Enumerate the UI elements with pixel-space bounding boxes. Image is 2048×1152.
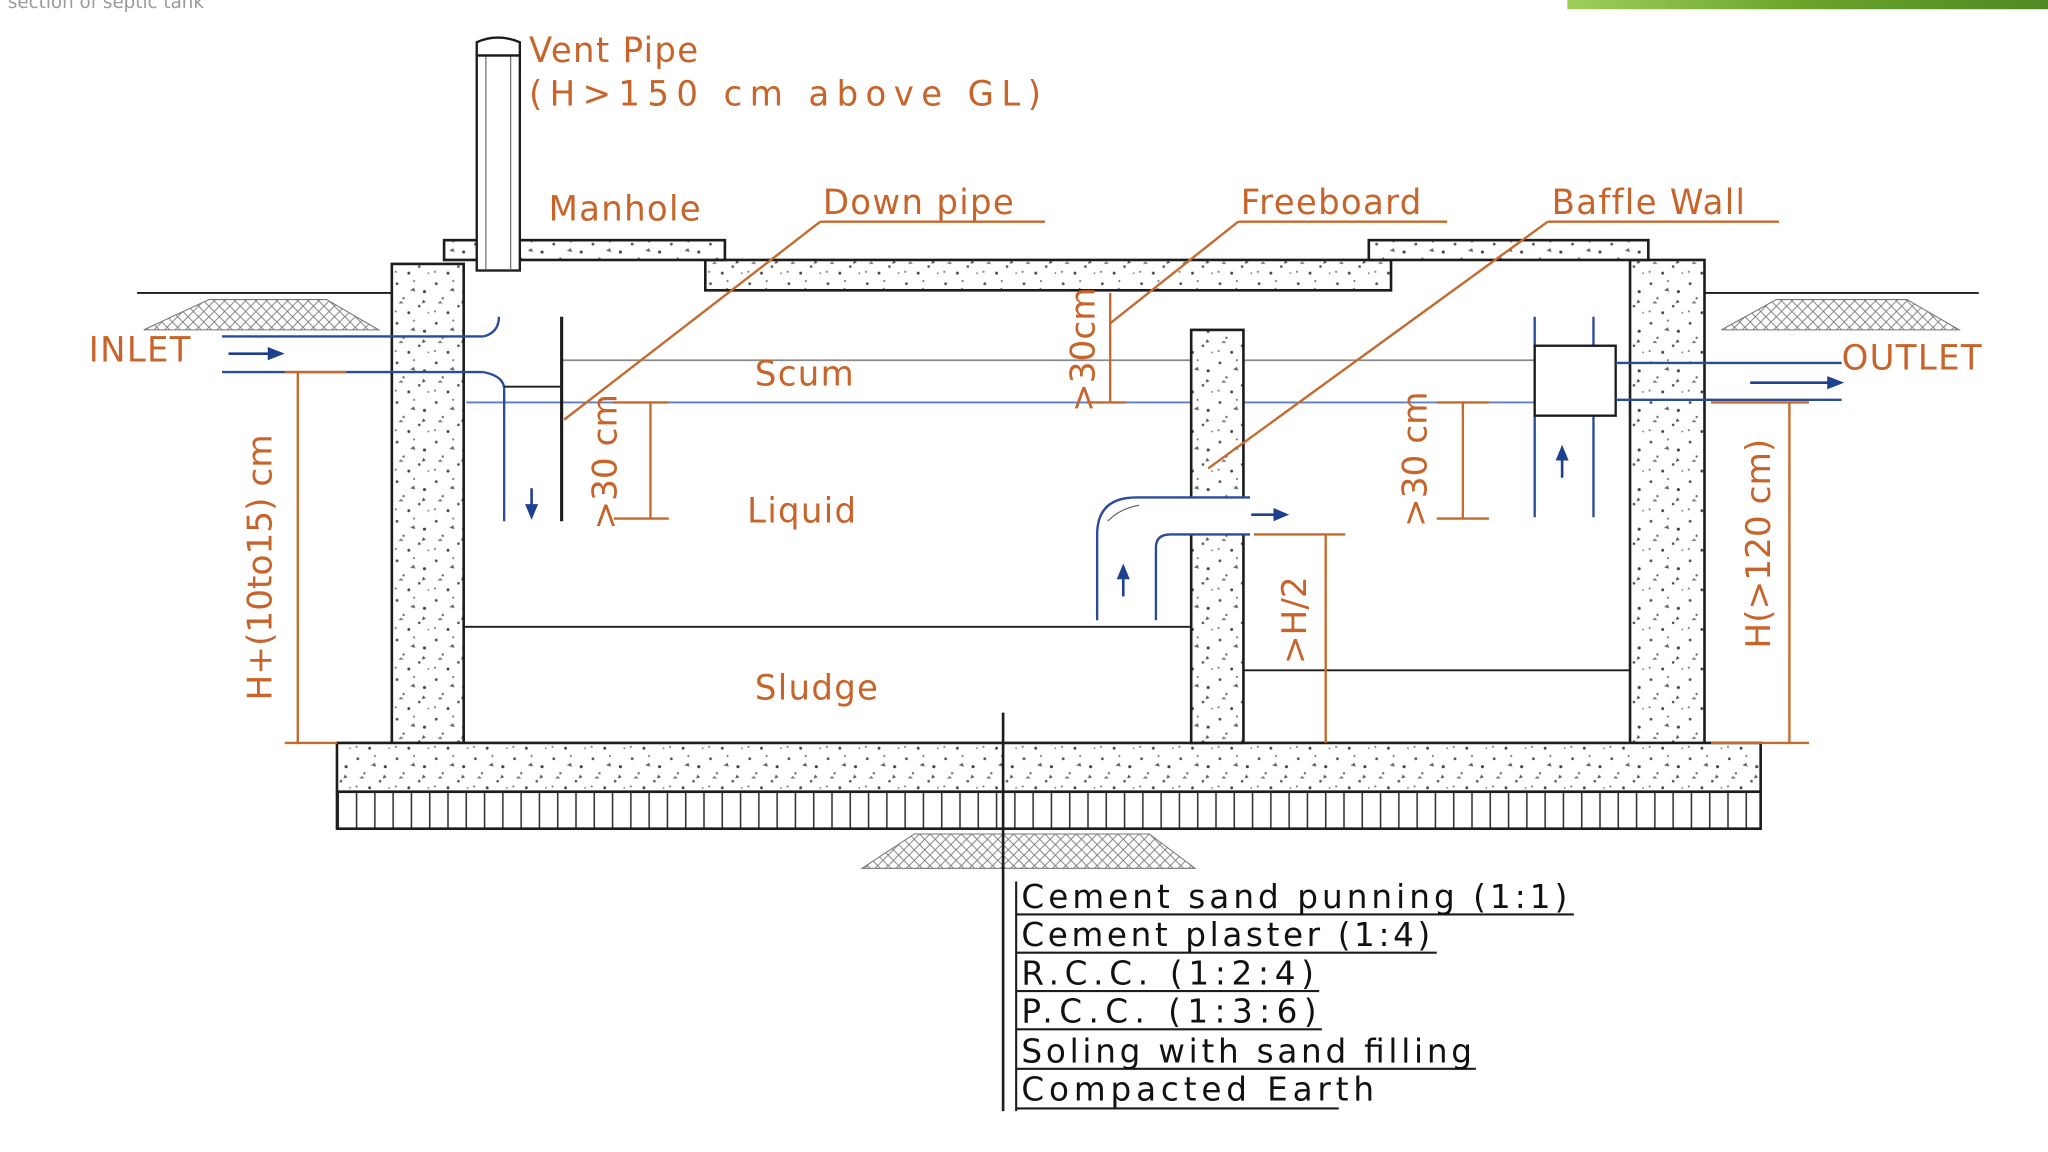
- accent-green-bar: [1567, 0, 2048, 10]
- label-vent-pipe: Vent Pipe: [529, 31, 699, 71]
- ground-hatch-right: [1721, 299, 1962, 331]
- label-outlet: OUTLET: [1842, 338, 1983, 378]
- dim-freeboard: >30cm: [1064, 287, 1104, 412]
- outlet-tee: [1533, 316, 1617, 518]
- label-inlet: INLET: [89, 330, 192, 370]
- dim-down-pipe-depth: >30 cm: [586, 394, 626, 530]
- layer-labels: Cement sand punning (1:1) Cement plaster…: [1021, 878, 1567, 1109]
- layer-label: R.C.C. (1:2:4): [1021, 954, 1314, 992]
- layer-label: Cement plaster (1:4): [1021, 916, 1430, 954]
- baffle-pipe-through: [1182, 496, 1250, 536]
- layer-label: Soling with sand filling: [1021, 1032, 1472, 1070]
- outlet-pipe: [1615, 361, 1842, 402]
- soling-layer: [335, 790, 1762, 831]
- layer-label: Compacted Earth: [1021, 1070, 1374, 1108]
- label-baffle-wall: Baffle Wall: [1552, 183, 1747, 223]
- dim-inlet-height: H+(10to15) cm: [241, 434, 281, 700]
- label-sludge: Sludge: [755, 668, 879, 708]
- baffle-pipe-opening: [1182, 497, 1250, 535]
- label-scum: Scum: [755, 354, 855, 394]
- label-down-pipe: Down pipe: [823, 183, 1015, 223]
- base-slab: [335, 741, 1762, 794]
- ground-hatch-left: [143, 299, 381, 331]
- layer-callout-lines: [1001, 712, 1574, 1112]
- dimension-lines: [284, 292, 1809, 745]
- layer-label: P.C.C. (1:3:6): [1021, 993, 1316, 1031]
- label-manhole: Manhole: [549, 189, 702, 229]
- ground-hatch-bottom: [860, 833, 1197, 869]
- label-vent-pipe-note: (H>150 cm above GL): [529, 74, 1042, 114]
- header-fragment: section of septic tank: [8, 0, 204, 13]
- outlet-arrow-icon: [1750, 376, 1845, 390]
- baffle-up-arrow-icon: [1116, 563, 1130, 597]
- dim-outlet-depth: >30 cm: [1395, 391, 1435, 527]
- down-arrow-icon: [525, 488, 539, 520]
- label-liquid: Liquid: [747, 491, 857, 531]
- baffle-wall: [1189, 328, 1245, 745]
- label-leaders: [563, 220, 1779, 470]
- label-freeboard: Freeboard: [1241, 183, 1423, 223]
- baffle-right-arrow-icon: [1251, 508, 1290, 522]
- top-slab: [704, 258, 1393, 292]
- layer-label: Cement sand punning (1:1): [1021, 878, 1567, 916]
- vent-pipe: [475, 36, 522, 272]
- outlet-up-arrow-icon: [1555, 444, 1569, 478]
- dim-liquid-depth: H(>120 cm): [1739, 439, 1779, 649]
- tank-wall-right: [1628, 258, 1706, 747]
- dimension-labels: H+(10to15) cm >30cm >30 cm >30 cm >H/2 H…: [241, 287, 1779, 700]
- inlet-pipe: [222, 316, 506, 390]
- baffle-elbow-pipe: [1095, 496, 1183, 621]
- inlet-arrow-icon: [228, 347, 285, 361]
- down-pipe: [502, 316, 564, 522]
- dim-baffle-opening: >H/2: [1275, 576, 1315, 664]
